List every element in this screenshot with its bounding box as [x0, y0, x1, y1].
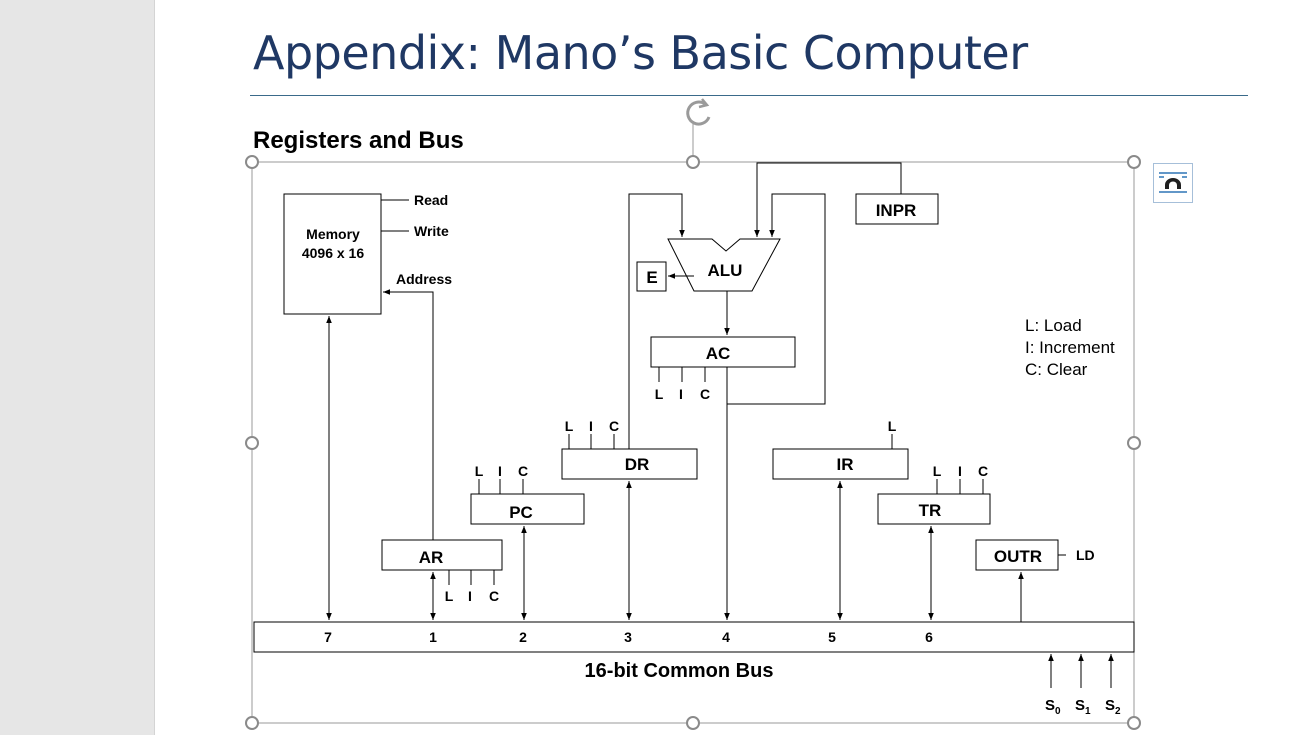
- ir-label: IR: [837, 455, 854, 474]
- wrap-text-icon: [1159, 172, 1187, 193]
- slide-title[interactable]: Appendix: Mano’s Basic Computer: [253, 26, 1028, 80]
- legend-increment: I: Increment: [1025, 338, 1115, 357]
- ac-to-alu-line: [726, 193, 826, 405]
- ir-load-label: L: [888, 418, 897, 434]
- dr-load-label: L: [565, 418, 574, 434]
- dr-label: DR: [625, 455, 650, 474]
- title-divider: [250, 95, 1248, 96]
- alu-label: ALU: [708, 261, 743, 280]
- bus-input-1: 1: [429, 629, 437, 645]
- tr-clear-label: C: [978, 463, 988, 479]
- ar-increment-label: I: [468, 588, 472, 604]
- outr-box: [975, 539, 1059, 571]
- ir-box: [772, 448, 909, 480]
- ar-label: AR: [419, 548, 444, 567]
- resize-handle-top-middle[interactable]: [686, 155, 700, 169]
- read-label: Read: [414, 192, 448, 208]
- select-s1-label: S1: [1075, 697, 1091, 717]
- legend-load: L: Load: [1025, 316, 1082, 335]
- select-s0-label: S0: [1045, 697, 1061, 717]
- ar-clear-label: C: [489, 588, 499, 604]
- resize-handle-middle-left[interactable]: [245, 436, 259, 450]
- layout-options-button[interactable]: [1153, 163, 1193, 203]
- ar-load-label: L: [445, 588, 454, 604]
- pc-clear-label: C: [518, 463, 528, 479]
- e-box: [636, 261, 667, 292]
- outr-label: OUTR: [994, 547, 1042, 566]
- address-label: Address: [396, 271, 452, 287]
- e-label: E: [646, 268, 657, 287]
- dr-increment-label: I: [589, 418, 593, 434]
- pc-increment-label: I: [498, 463, 502, 479]
- pc-load-label: L: [475, 463, 484, 479]
- address-line: [383, 289, 434, 540]
- memory-label-line1: Memory: [306, 226, 360, 242]
- ac-label: AC: [706, 344, 731, 363]
- tr-label: TR: [919, 501, 942, 520]
- bus-input-7: 7: [324, 629, 332, 645]
- resize-handle-top-left[interactable]: [245, 155, 259, 169]
- common-bus: [253, 621, 1135, 653]
- bus-input-6: 6: [925, 629, 933, 645]
- tr-box: [877, 493, 991, 525]
- resize-handle-bottom-middle[interactable]: [686, 716, 700, 730]
- bus-input-5: 5: [828, 629, 836, 645]
- legend-clear: C: Clear: [1025, 360, 1088, 379]
- alu-shape: [667, 238, 781, 292]
- slide-thumbnail-pane[interactable]: [0, 0, 155, 735]
- dr-box: [561, 448, 698, 480]
- write-label: Write: [414, 223, 449, 239]
- inpr-box: [855, 193, 939, 225]
- ar-box: [381, 539, 503, 571]
- ac-box: [650, 336, 796, 368]
- inpr-to-alu-line: [754, 162, 902, 237]
- memory-label-line2: 4096 x 16: [302, 245, 364, 261]
- inpr-label: INPR: [876, 201, 917, 220]
- ac-increment-label: I: [679, 386, 683, 402]
- memory-box: [283, 193, 382, 315]
- bus-input-2: 2: [519, 629, 527, 645]
- tr-load-label: L: [933, 463, 942, 479]
- dr-clear-label: C: [609, 418, 619, 434]
- resize-handle-bottom-right[interactable]: [1127, 716, 1141, 730]
- resize-handle-bottom-left[interactable]: [245, 716, 259, 730]
- outr-ld-label: LD: [1076, 547, 1095, 563]
- pc-label: PC: [509, 503, 533, 522]
- rotate-handle[interactable]: [686, 98, 711, 126]
- bus-label: 16-bit Common Bus: [585, 660, 774, 682]
- pc-box: [470, 493, 585, 525]
- dr-to-alu-line: [628, 193, 685, 449]
- resize-handle-top-right[interactable]: [1127, 155, 1141, 169]
- bus-input-4: 4: [722, 629, 730, 645]
- tr-increment-label: I: [958, 463, 962, 479]
- bus-input-3: 3: [624, 629, 632, 645]
- ac-clear-label: C: [700, 386, 710, 402]
- slide-subtitle[interactable]: Registers and Bus: [253, 127, 464, 154]
- select-s2-label: S2: [1105, 697, 1121, 717]
- resize-handle-middle-right[interactable]: [1127, 436, 1141, 450]
- ac-load-label: L: [655, 386, 664, 402]
